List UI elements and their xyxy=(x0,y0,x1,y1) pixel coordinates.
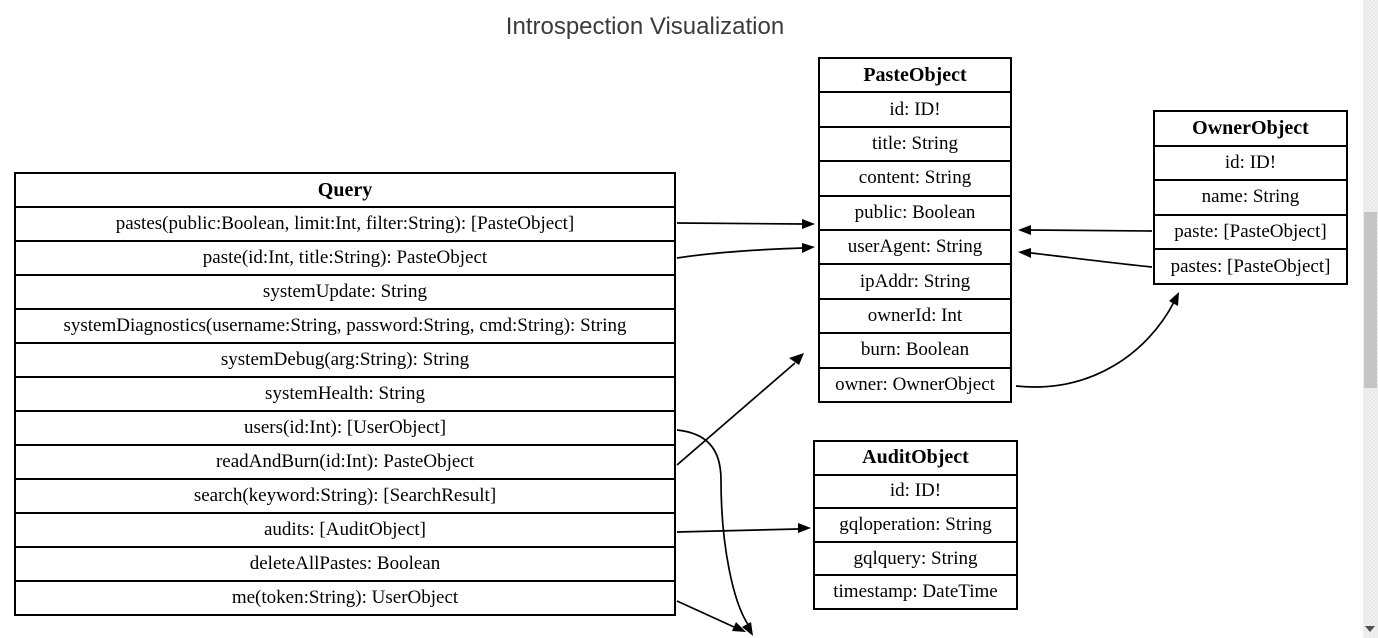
edge-query-pastes-to-pasteobject xyxy=(676,222,804,225)
paste-object-field-row: ipAddr: String xyxy=(820,263,1010,297)
vertical-scrollbar[interactable] xyxy=(1363,0,1378,638)
paste-object-field-row: id: ID! xyxy=(820,91,1010,125)
audit-object-type-title: AuditObject xyxy=(862,446,969,469)
paste-object-field-row: owner: OwnerObject xyxy=(820,366,1010,401)
arrowhead-icon xyxy=(798,523,811,533)
query-field-row: systemHealth: String xyxy=(16,376,674,410)
query-field-row: deleteAllPastes: Boolean xyxy=(16,546,674,580)
page-title: Introspection Visualization xyxy=(505,13,785,40)
query-type-box: Query pastes(public:Boolean, limit:Int, … xyxy=(14,172,676,616)
edge-query-me-offscreen xyxy=(676,600,735,628)
owner-object-type-box: OwnerObject id: ID! name: String paste: … xyxy=(1153,110,1348,285)
scroll-down-icon[interactable] xyxy=(1365,626,1375,632)
query-field-row: me(token:String): UserObject xyxy=(16,580,674,614)
audit-object-field-row: gqloperation: String xyxy=(815,507,1016,541)
arrowhead-icon xyxy=(742,622,753,636)
scrollbar-thumb[interactable] xyxy=(1364,212,1377,388)
query-field-row: paste(id:Int, title:String): PasteObject xyxy=(16,240,674,274)
query-field-row: audits: [AuditObject] xyxy=(16,512,674,546)
edge-query-audits-to-auditobject xyxy=(676,528,799,533)
query-type-title: Query xyxy=(317,178,373,201)
query-field-row: search(keyword:String): [SearchResult] xyxy=(16,478,674,512)
paste-object-field-row: ownerId: Int xyxy=(820,297,1010,332)
edge-owner-paste-to-pasteobject xyxy=(1030,229,1153,232)
arrowhead-icon xyxy=(1018,248,1031,258)
paste-object-field-row: content: String xyxy=(820,160,1010,194)
arrowhead-icon xyxy=(789,353,804,365)
edge-query-readandburn-to-pasteobject xyxy=(676,362,796,466)
owner-object-field-row: name: String xyxy=(1155,179,1346,214)
edge-query-paste-to-pasteobject xyxy=(676,247,804,259)
query-field-row: systemDebug(arg:String): String xyxy=(16,342,674,376)
arrowhead-icon xyxy=(802,243,815,253)
owner-object-field-row: id: ID! xyxy=(1155,144,1346,180)
query-field-row: systemUpdate: String xyxy=(16,274,674,308)
query-field-row: pastes(public:Boolean, limit:Int, filter… xyxy=(16,206,674,240)
query-field-row: users(id:Int): [UserObject] xyxy=(16,410,674,444)
arrowhead-icon xyxy=(1169,292,1179,306)
edge-pasteobject-owner-to-ownerobject xyxy=(1015,301,1175,388)
paste-object-field-row: public: Boolean xyxy=(820,194,1010,229)
audit-object-type-box: AuditObject id: ID! gqloperation: String… xyxy=(813,440,1018,610)
arrowhead-icon xyxy=(1018,225,1031,235)
query-field-row: systemDiagnostics(username:String, passw… xyxy=(16,308,674,342)
owner-object-type-title: OwnerObject xyxy=(1192,116,1309,139)
paste-object-field-row: title: String xyxy=(820,125,1010,160)
paste-object-type-box: PasteObject id: ID! title: String conten… xyxy=(818,57,1012,403)
owner-object-field-row: pastes: [PasteObject] xyxy=(1155,248,1346,283)
audit-object-field-row: id: ID! xyxy=(815,473,1016,508)
owner-object-field-row: paste: [PasteObject] xyxy=(1155,213,1346,249)
arrowhead-icon xyxy=(802,219,815,229)
paste-object-type-title: PasteObject xyxy=(863,63,967,86)
audit-object-field-row: timestamp: DateTime xyxy=(815,574,1016,608)
edge-query-users-offscreen xyxy=(676,429,750,627)
arrowhead-icon xyxy=(732,622,746,632)
paste-object-field-row: userAgent: String xyxy=(820,229,1010,263)
audit-object-field-row: gqlquery: String xyxy=(815,540,1016,575)
query-field-row: readAndBurn(id:Int): PasteObject xyxy=(16,444,674,478)
paste-object-field-row: burn: Boolean xyxy=(820,332,1010,366)
edge-owner-pastes-to-pasteobject xyxy=(1030,252,1153,268)
